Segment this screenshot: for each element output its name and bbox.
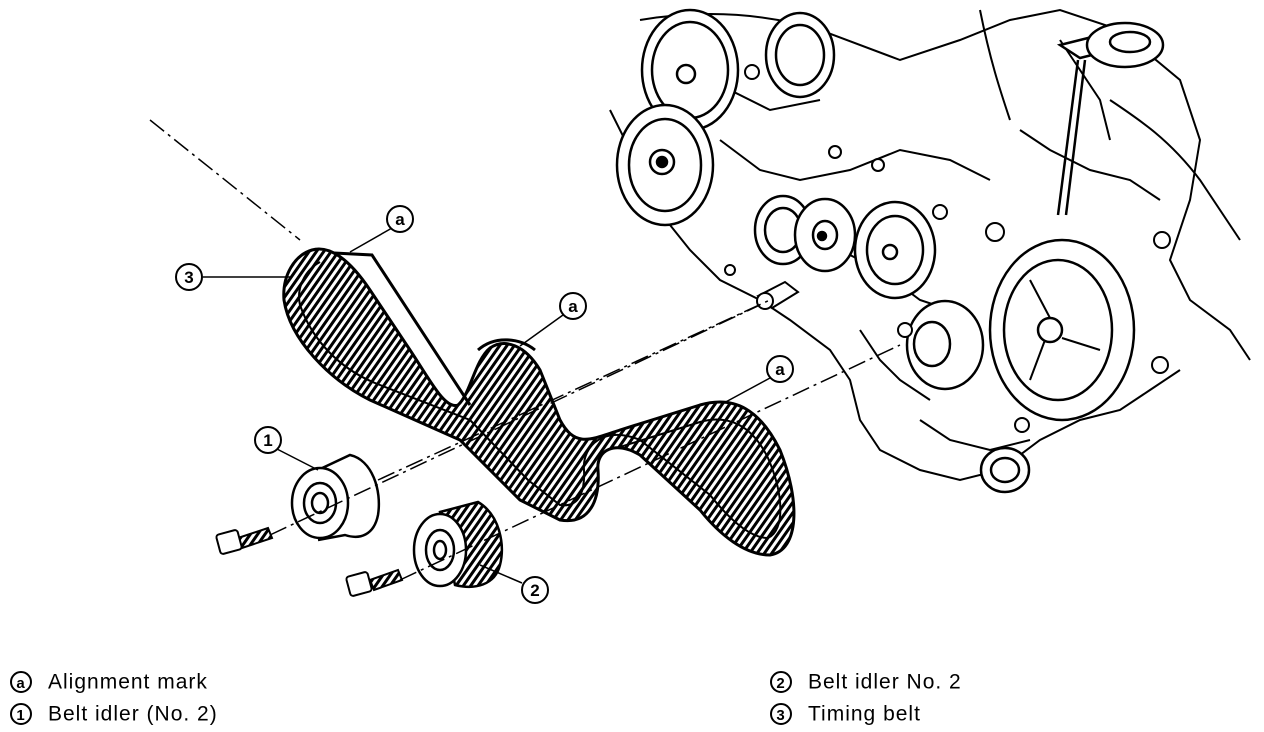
timing-belt (282, 247, 796, 557)
alignment-lines (149, 119, 901, 581)
callout-alignment-mark-3: a (766, 355, 794, 383)
legend-item-alignment-mark: a Alignment mark (10, 670, 208, 694)
dowel-boss (756, 280, 800, 310)
crank-pulley (615, 103, 715, 227)
belt-idler-1 (290, 453, 381, 542)
legend-symbol: 1 (10, 703, 32, 726)
svg-text:2: 2 (530, 581, 539, 600)
callout-alignment-mark-2: a (559, 292, 587, 320)
bolt-1 (215, 526, 274, 555)
legend-label: Timing belt (808, 702, 921, 726)
timing-belt-diagram: 3 a a a 1 2 (149, 8, 1251, 604)
svg-text:a: a (775, 360, 785, 379)
svg-text:1: 1 (263, 431, 272, 450)
svg-text:3: 3 (184, 268, 193, 287)
idler-pulley-upper-right (764, 11, 836, 99)
bolt-2 (345, 568, 404, 597)
legend-item-belt-idler: 1 Belt idler (No. 2) (10, 702, 218, 726)
water-outlet (979, 446, 1031, 494)
legend-symbol: a (10, 671, 32, 694)
sprocket-row (753, 194, 937, 300)
callout-timing-belt: 3 (175, 263, 203, 291)
legend-label: Belt idler (No. 2) (48, 702, 218, 726)
callout-belt-idler: 1 (254, 426, 282, 454)
svg-text:a: a (395, 210, 405, 229)
water-pump-pulley (988, 238, 1136, 422)
legend-item-timing-belt: 3 Timing belt (770, 702, 921, 726)
leader-lines (203, 227, 771, 584)
block-bolts (724, 64, 1171, 433)
legend-item-belt-idler-no2: 2 Belt idler No. 2 (770, 670, 962, 694)
callout-belt-idler-no2: 2 (521, 576, 549, 604)
legend-symbol: 3 (770, 703, 792, 726)
callout-alignment-mark-1: a (386, 205, 414, 233)
upper-pulley (640, 8, 740, 132)
dipstick (1056, 21, 1165, 216)
legend-label: Alignment mark (48, 670, 208, 694)
legend-label: Belt idler No. 2 (808, 670, 962, 694)
belt-idler-2 (412, 500, 504, 589)
legend-symbol: 2 (770, 671, 792, 694)
tensioner (905, 299, 985, 391)
svg-text:a: a (568, 297, 578, 316)
